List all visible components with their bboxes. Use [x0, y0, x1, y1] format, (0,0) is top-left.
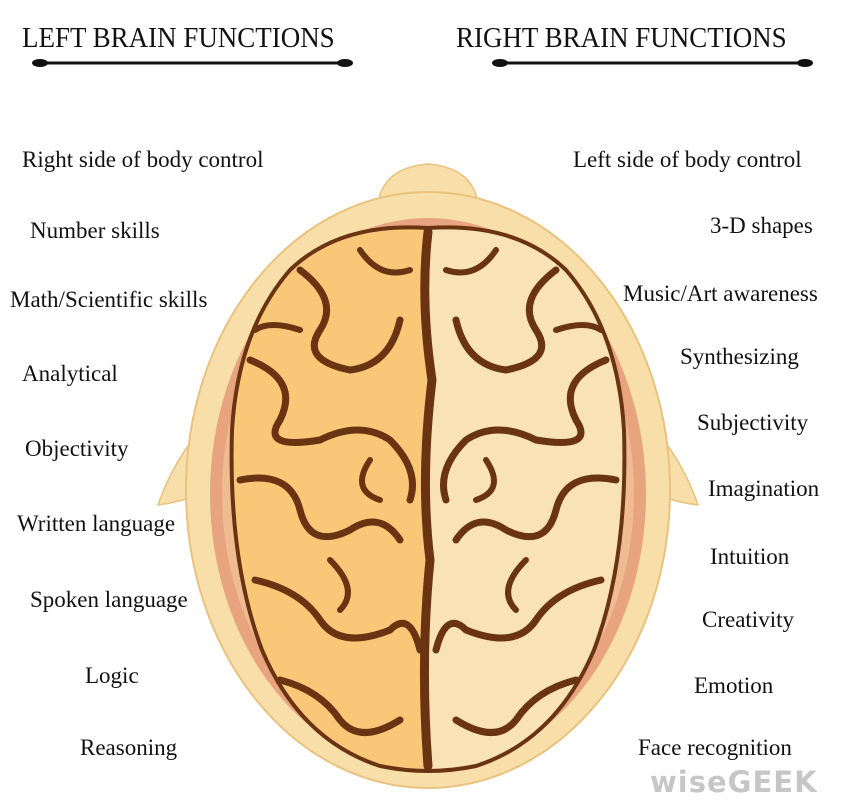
left-brain-header: LEFT BRAIN FUNCTIONS — [22, 22, 335, 54]
right-function-label: Left side of body control — [573, 147, 802, 172]
right-header-underline — [492, 59, 813, 67]
right-function-label: Subjectivity — [697, 410, 809, 435]
right-function-label: Face recognition — [638, 735, 792, 760]
right-function-label: Emotion — [694, 673, 774, 698]
left-function-label: Objectivity — [25, 436, 129, 461]
sulci — [236, 227, 620, 771]
right-function-label: Intuition — [710, 544, 790, 569]
left-function-label: Spoken language — [30, 587, 188, 612]
left-function-label: Number skills — [30, 218, 160, 243]
right-function-label: 3-D shapes — [710, 213, 813, 238]
left-function-label: Right side of body control — [22, 147, 264, 172]
right-function-label: Creativity — [702, 607, 794, 632]
right-function-label: Synthesizing — [680, 344, 799, 369]
left-function-label: Reasoning — [80, 735, 178, 760]
left-function-label: Math/Scientific skills — [10, 287, 208, 312]
watermark-logo: wiseGEEK — [650, 765, 818, 799]
right-function-label: Music/Art awareness — [623, 281, 818, 306]
left-function-label: Written language — [17, 511, 176, 536]
brain — [229, 225, 627, 773]
left-header-underline — [32, 59, 353, 67]
left-function-label: Analytical — [22, 361, 118, 386]
left-function-label: Logic — [85, 663, 139, 688]
right-brain-header: RIGHT BRAIN FUNCTIONS — [456, 22, 787, 54]
right-function-label: Imagination — [708, 476, 820, 501]
